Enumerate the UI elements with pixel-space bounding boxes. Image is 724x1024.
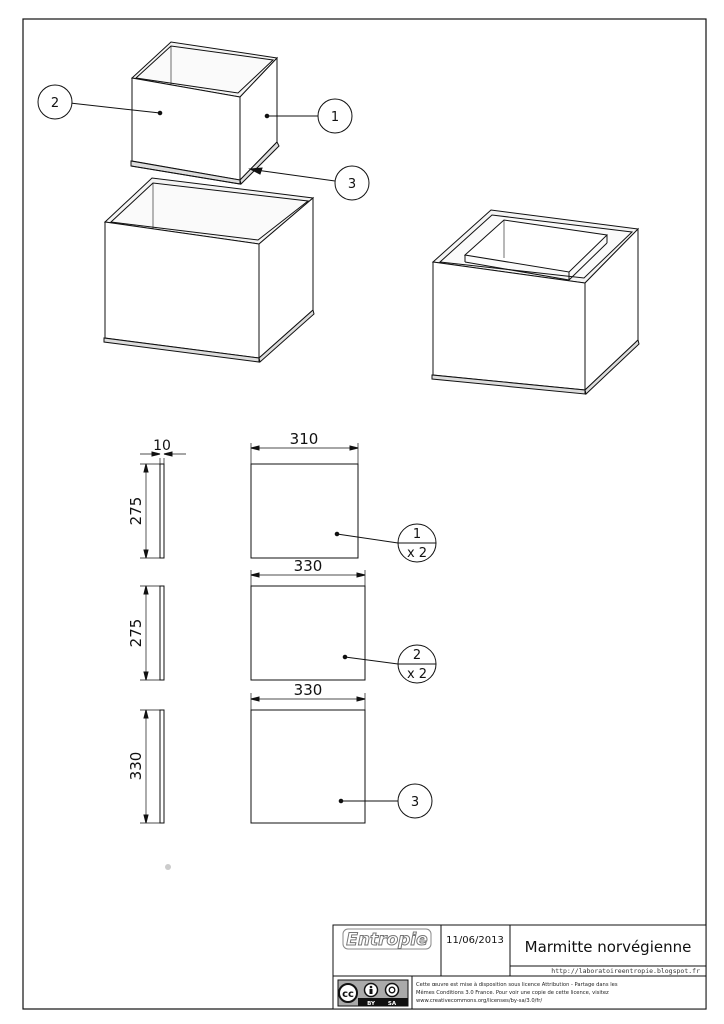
part2-views <box>140 570 437 684</box>
sheet-border <box>22 18 707 1010</box>
part3-width-dim: 330 <box>294 681 323 699</box>
drawing-date: 11/06/2013 <box>446 935 504 946</box>
assembly-callouts <box>37 84 370 201</box>
part2-callout-number: 2 <box>413 648 421 663</box>
stray-mark <box>165 864 171 870</box>
part2-width-dim: 330 <box>294 557 323 575</box>
part3-callout-number: 3 <box>411 795 419 810</box>
license-line-1: Cette œuvre est mise à disposition sous … <box>416 981 618 988</box>
svg-text:Entropie: Entropie <box>346 930 427 950</box>
license-line-3: www.creativecommons.org/licenses/by-sa/3… <box>416 998 542 1004</box>
part3-callout-bubble <box>397 783 433 819</box>
part3-views <box>140 693 433 824</box>
part1-callout-qty: x 2 <box>407 546 427 561</box>
part3-front-view <box>250 709 366 824</box>
drawing-title: Marmitte norvégienne <box>525 938 692 956</box>
callout-2-bubble <box>37 84 73 120</box>
share-alike-icon <box>384 982 400 998</box>
part2-height-dim: 275 <box>127 619 145 648</box>
license-line-2: Mêmes Conditions 3.0 France. Pour voir u… <box>416 989 609 996</box>
svg-text:BY: BY <box>367 1001 376 1007</box>
callout-2-label: 2 <box>51 96 59 111</box>
inner-box-isometric <box>130 41 280 185</box>
part1-callout-number: 1 <box>413 527 421 542</box>
cc-by-sa-badge: cc BY SA <box>337 979 409 1007</box>
part2-side-view <box>159 585 165 681</box>
part1-width-dim: 310 <box>290 430 319 448</box>
callout-3-label: 3 <box>348 177 356 192</box>
part3-side-view <box>159 709 165 824</box>
part1-front-view <box>250 463 359 559</box>
assembled-box-isometric <box>431 209 640 395</box>
part3-height-dim: 330 <box>127 752 145 781</box>
callout-1-bubble <box>317 98 353 134</box>
part1-height-dim: 275 <box>127 497 145 526</box>
callout-3-bubble <box>334 165 370 201</box>
part2-callout-qty: x 2 <box>407 667 427 682</box>
outer-box-isometric <box>103 177 315 363</box>
callout-1-label: 1 <box>331 110 339 125</box>
blog-url: http://laboratoireentropie.blogspot.fr <box>551 967 700 975</box>
part1-thickness-dim: 10 <box>153 438 171 454</box>
part2-front-view <box>250 585 366 681</box>
svg-text:cc: cc <box>342 989 354 1000</box>
svg-text:SA: SA <box>388 1001 397 1007</box>
part1-side-view <box>159 463 165 559</box>
part1-views <box>140 443 437 563</box>
entropie-logo: Entropie <box>342 928 432 951</box>
cc-icon <box>338 983 358 1003</box>
